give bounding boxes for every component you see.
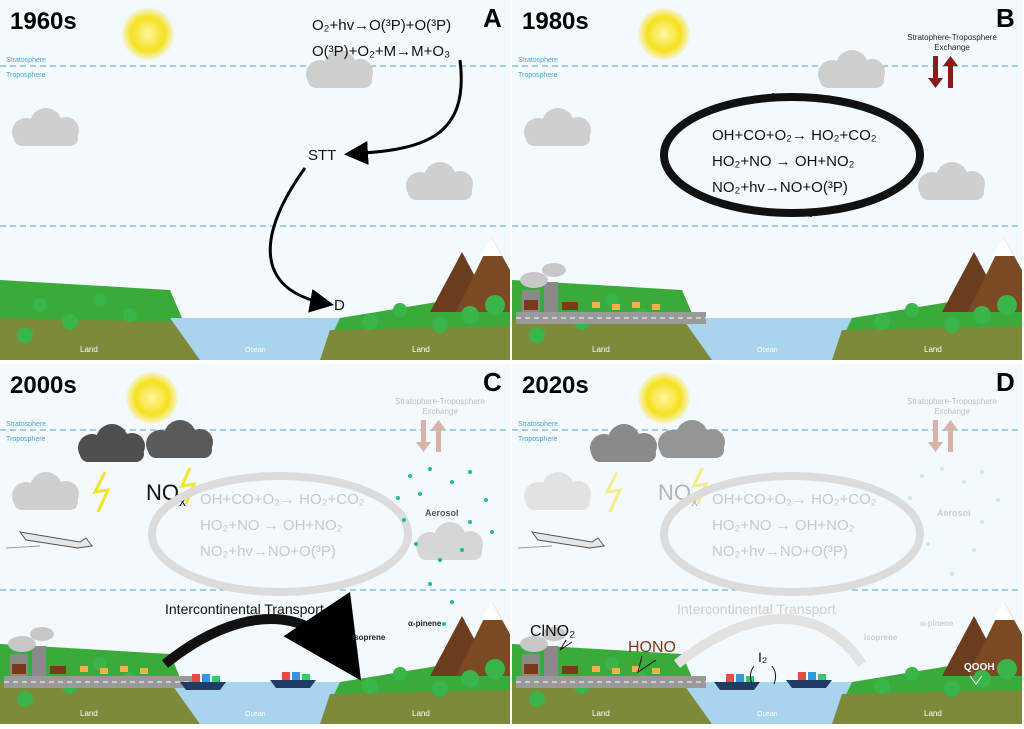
- panel-d-land-left: Land: [592, 709, 610, 718]
- panel-a-stt-arrow: [344, 59, 463, 165]
- panel-c-letter: C: [483, 367, 502, 397]
- panel-c-2000s: 2000s C Stratosphere Troposphere Stratop…: [0, 363, 511, 725]
- panel-b-ste-arrows: [928, 56, 958, 88]
- panel-b-title: 1980s: [522, 8, 589, 35]
- panel-a-d-label: D: [334, 297, 345, 314]
- panel-b-cycle-ring: [664, 93, 920, 217]
- panel-c-transport-arrow: [161, 591, 362, 681]
- panel-a-stt-label: STT: [308, 147, 336, 164]
- panel-c-ocean: Ocean: [245, 711, 266, 718]
- panel-d-i2-label: I₂: [758, 649, 767, 665]
- panel-d-2020s: 2020s D Stratosphere Troposphere Stratop…: [511, 363, 1023, 725]
- panel-a-letter: A: [483, 3, 502, 33]
- panel-b-exchange-label: Exchange: [934, 43, 970, 52]
- panel-c-nox: NOx: [146, 480, 186, 509]
- panel-d-ocean: Ocean: [757, 711, 778, 718]
- panel-c-title: 2000s: [10, 372, 77, 399]
- panel-c-land-right: Land: [412, 709, 430, 718]
- panel-d-land-right: Land: [924, 709, 942, 718]
- panel-c-aerosol-label: Aerosol: [425, 508, 459, 518]
- panel-b-eq-1: OH+CO+O₂→ HO₂+CO₂: [712, 127, 877, 144]
- panel-d-ste-arrows: [928, 420, 958, 452]
- panel-c-eq-3: NO₂+hv→NO+O(³P): [200, 543, 336, 560]
- panel-d-transport-label: Intercontinental Transport: [677, 601, 836, 617]
- panel-d-clno2-label: ClNO₂: [530, 623, 575, 640]
- panel-d-qooh-label: QOOH: [964, 662, 995, 673]
- panel-d-title: 2020s: [522, 372, 589, 399]
- panel-b-troposphere-label: Troposphere: [518, 72, 558, 79]
- panel-b-ocean: Ocean: [757, 347, 778, 354]
- panel-d-transport-arrow: [673, 614, 867, 668]
- panel-c-troposphere-label: Troposphere: [6, 436, 46, 443]
- panel-c-eq-1: OH+CO+O₂→ HO₂+CO₂: [200, 491, 365, 508]
- panel-b-1980s: 1980s B Stratosphere Troposphere Stratop…: [511, 0, 1023, 361]
- panel-d-eq-3: NO₂+hv→NO+O(³P): [712, 543, 848, 560]
- panel-b-land-right: Land: [924, 345, 942, 354]
- panel-d-eq-2: HO₂+NO → OH+NO₂: [712, 517, 855, 534]
- panel-c-apinene-label: α-pinene: [408, 619, 442, 628]
- panel-d-aerosol: [908, 467, 1000, 576]
- panel-b-land-left: Land: [592, 345, 610, 354]
- panel-d-troposphere-label: Troposphere: [518, 436, 558, 443]
- panel-d-ste-label: Stratophere-Troposphere: [907, 397, 997, 406]
- panel-a-stratosphere-label: Stratosphere: [6, 57, 46, 64]
- panel-a-1960s: 1960s A Stratosphere Troposphere O₂+hv→O…: [0, 0, 511, 361]
- panel-c-land-left: Land: [80, 709, 98, 718]
- panel-d-eq-1: OH+CO+O₂→ HO₂+CO₂: [712, 491, 877, 508]
- panel-b-stratosphere-label: Stratosphere: [518, 57, 558, 64]
- panel-a-troposphere-label: Troposphere: [6, 72, 46, 79]
- panel-d-cycle-ring: [664, 472, 920, 596]
- panel-c-stratosphere-label: Stratosphere: [6, 421, 46, 428]
- panel-a-eq-2: O(³P)+O₂+M→M+O₃: [312, 43, 450, 60]
- panel-c-transport-label: Intercontinental Transport: [165, 601, 324, 617]
- panel-a-title: 1960s: [10, 8, 77, 35]
- panel-c-aerosol: [396, 467, 494, 626]
- panel-b-ste-label: Stratophere-Troposphere: [907, 33, 997, 42]
- panel-a-ocean: Ocean: [245, 347, 266, 354]
- panel-a-deposition-arrow: [268, 167, 334, 313]
- panel-c-eq-2: HO₂+NO → OH+NO₂: [200, 517, 343, 534]
- panel-d-hono-label: HONO: [628, 639, 676, 656]
- panel-d-airplane: [517, 531, 605, 549]
- panel-c-isoprene-label: Isoprene: [352, 633, 386, 642]
- panel-c-ste-label: Stratophere-Troposphere: [395, 397, 485, 406]
- panel-c-ste-arrows: [416, 420, 446, 452]
- panel-b-eq-3: NO₂+hv→NO+O(³P): [712, 179, 848, 196]
- panel-d-stratosphere-label: Stratosphere: [518, 421, 558, 428]
- panel-a-land-left: Land: [80, 345, 98, 354]
- panel-a-land-right: Land: [412, 345, 430, 354]
- panel-c-exchange-label: Exchange: [422, 407, 458, 416]
- panel-d-letter: D: [996, 367, 1015, 397]
- panel-d-apinene-label: α-pinene: [920, 619, 954, 628]
- panel-d-aerosol-label: Aerosol: [937, 508, 971, 518]
- panel-d-isoprene-label: Isoprene: [864, 633, 898, 642]
- panel-a-eq-1: O₂+hv→O(³P)+O(³P): [312, 17, 451, 34]
- panel-d-exchange-label: Exchange: [934, 407, 970, 416]
- panel-c-airplane: [5, 531, 93, 549]
- panel-b-letter: B: [996, 3, 1015, 33]
- panel-b-eq-2: HO₂+NO → OH+NO₂: [712, 153, 855, 170]
